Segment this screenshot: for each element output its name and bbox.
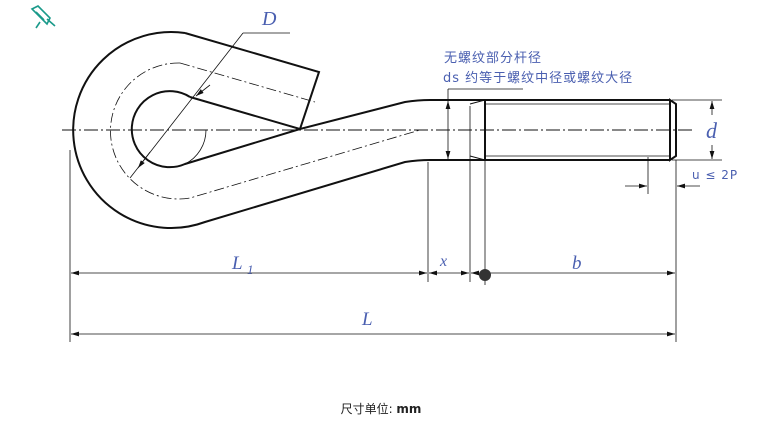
reference-dot: [479, 269, 491, 281]
label-L: L: [362, 309, 373, 330]
note-u: u ≤ 2P: [692, 168, 739, 182]
unit-note: 尺寸单位: mm: [0, 400, 762, 417]
label-x: x: [440, 253, 448, 270]
unit-prefix: 尺寸单位:: [340, 402, 397, 416]
label-L1-main: L: [232, 253, 243, 274]
label-b: b: [572, 253, 582, 274]
pushpin-icon[interactable]: [30, 5, 56, 29]
label-d: d: [706, 118, 717, 143]
unit-value: mm: [396, 402, 422, 416]
label-L1: L 1: [232, 253, 253, 278]
note-unthreaded-shank: 无螺纹部分杆径: [444, 51, 543, 66]
label-D: D: [262, 8, 277, 30]
label-L1-sub: 1: [246, 261, 254, 277]
note-ds: ds 约等于螺纹中径或螺纹大径: [443, 71, 634, 86]
